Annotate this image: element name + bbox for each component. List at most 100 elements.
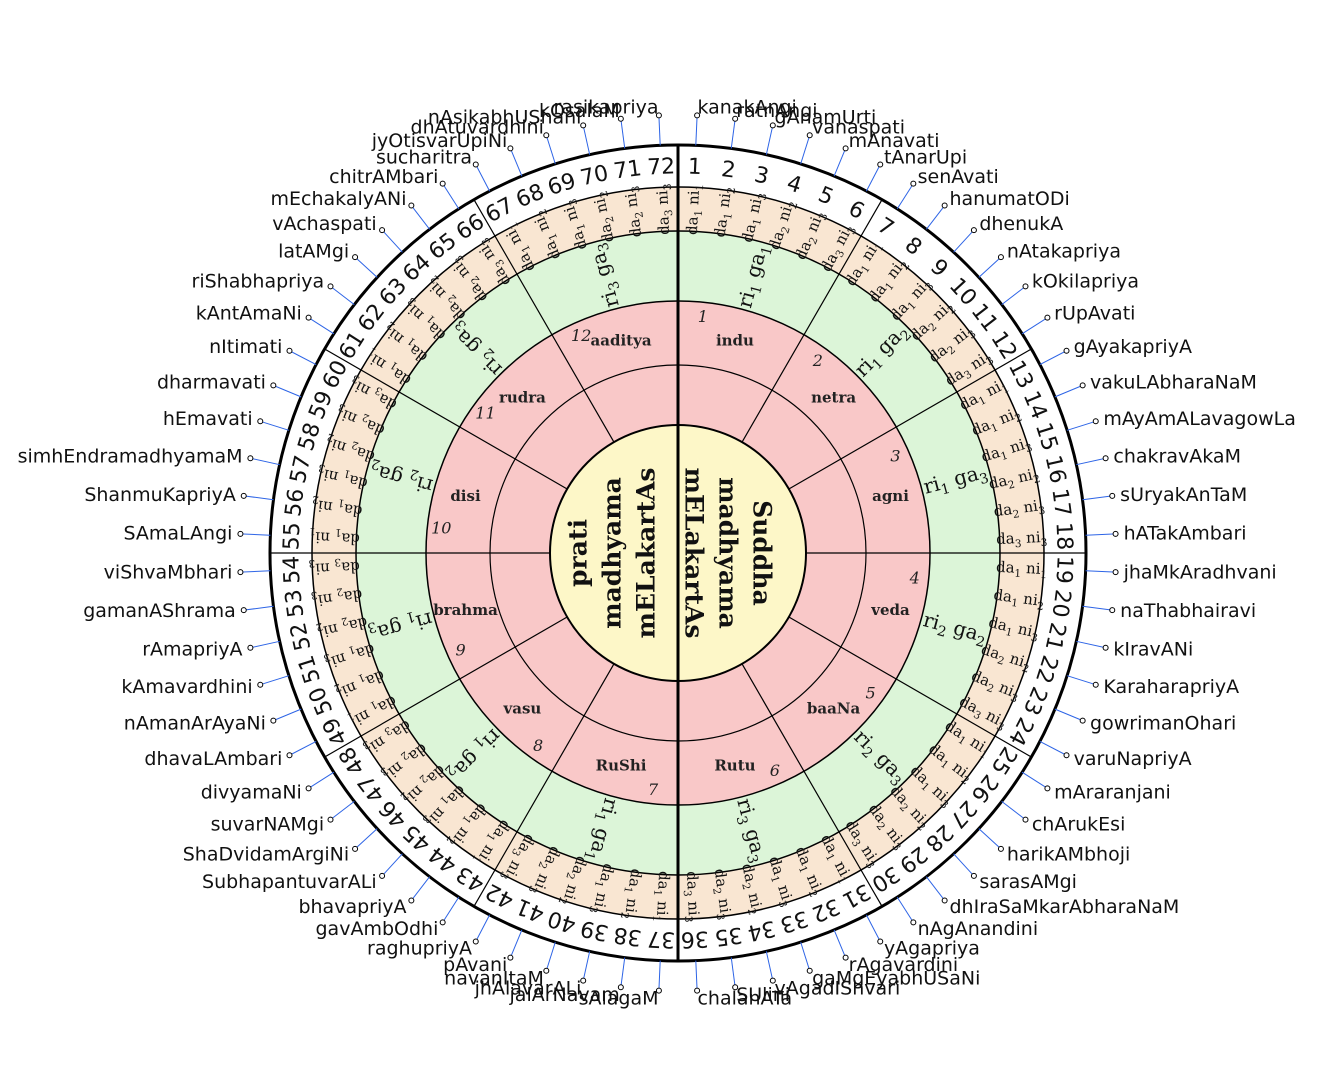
leader-line [865,164,881,192]
chakra-name: netra [811,388,856,406]
leader-dot [1044,314,1051,321]
leader-line [1076,640,1106,649]
raga-name-label: hATakAmbari [1124,523,1247,545]
da-ni-label: da1 ni2 [618,867,645,920]
mela-number: 19 [1050,555,1076,584]
raga-name-label: tAnarUpi [884,146,967,168]
mela-number: 16 [1040,453,1070,486]
raga-name-label: ShaDvidamArgiNi [183,843,349,865]
chakra-name: rudra [499,388,546,406]
da-ni-label: da2 ni2 [735,862,767,916]
raga-name-label: navanItaM [444,967,544,989]
raga-name-label: kAntAmaNi [196,302,302,324]
leader-dot [655,987,662,994]
leader-dot [970,872,977,879]
leader-dot [617,984,624,991]
leader-dot [617,115,624,122]
raga-name-label: jyOtisvarUpiNi [371,130,508,152]
leader-dot [806,132,813,139]
leader-line [289,740,317,756]
raga-name-label: viShvaMbhari [104,561,233,583]
leader-dot [910,919,917,926]
chakra-number: 10 [431,519,451,538]
leader-line [240,533,271,536]
raga-name-label: dhAtuvardhini [411,117,544,139]
leader-dot [352,845,359,852]
leader-dot [842,145,849,152]
leader-line [1021,317,1048,335]
raga-name-label: jalArNavam [509,984,620,1006]
chakra-name: aaditya [591,331,652,349]
leader-dot [1044,785,1051,792]
raga-name-label: ShanmuKapriyA [84,484,236,506]
raga-name-label: gowrimanOhari [1090,713,1236,735]
raga-name-label: latAMgi [278,241,349,263]
leader-line [765,125,774,155]
leader-dot [769,122,776,129]
chakra-divider [324,616,568,758]
da-ni-label: da1 ni3 [322,637,377,672]
leader-line [1082,495,1113,501]
da-ni-label: da2 ni3 [708,868,735,921]
da-ni-label: da1 ni3 [979,433,1034,468]
leader-dot [806,967,813,974]
leader-line [582,951,591,981]
mela-number: 70 [578,161,611,191]
leader-dot [769,977,776,984]
raga-name-label: SubhapantuvarALi [202,871,377,893]
raga-name-label: varuNapriyA [1074,748,1192,770]
leader-dot [655,112,662,119]
mela-number: 72 [647,154,676,180]
da-ni-label: da1 ni2 [711,185,738,238]
leader-dot [732,115,739,122]
da-ni-label: da2 ni3 [993,496,1046,523]
mela-number: 57 [286,453,316,486]
mela-number: 36 [680,925,709,951]
da-ni-label: da1 ni1 [308,525,360,548]
raga-name-label: gamanAShrama [83,600,236,622]
ri-ga-label: ri2 ga2 [366,455,436,499]
leader-dot [1102,644,1109,651]
center-title-left: mELakartAs [632,468,661,639]
leader-dot [694,987,701,994]
mela-number: 55 [279,522,305,551]
leader-dot [270,382,277,389]
mela-number: 35 [713,921,744,949]
raga-name-label: mAyAmALavagowLa [1103,408,1296,430]
chakra-divider [741,663,883,907]
chakra-name: baaNa [807,700,861,718]
chakra-divider [788,616,1032,758]
leader-dot [1079,382,1086,389]
raga-name-label: sAlagaM [579,988,659,1010]
da-ni-label: da1 ni3 [738,190,770,244]
leader-dot [408,202,415,209]
leader-line [509,929,523,958]
ri-ga-label: ri1 ga3 [365,603,435,647]
leader-dot [1112,569,1119,576]
leader-dot [941,202,948,209]
raga-name-label: gavAmbOdhi [316,918,439,940]
da-ni-label: da3 ni3 [680,871,703,923]
da-ni-label: da1 ni2 [310,493,363,520]
leader-dot [327,283,334,290]
raga-name-label: vAgadIShvari [775,977,901,999]
leader-dot [997,845,1004,852]
raga-name-label: kanakAngi [697,96,796,118]
center-title-right: madhyama [714,477,743,629]
chakra-number: 3 [890,447,900,466]
da-ni-label: da1 ni1 [683,183,706,235]
raga-name-label: naThabhairavi [1120,600,1256,622]
leader-dot [408,897,415,904]
raga-name-label: senAvati [918,166,999,188]
da-ni-label: da2 ni2 [978,640,1033,675]
mela-number: 17 [1046,487,1074,518]
raga-name-label: rUpAvati [1054,302,1135,324]
leader-dot [1022,816,1029,823]
leader-dot [270,717,277,724]
raga-name-label: chArukEsi [1032,814,1126,836]
chakra-number: 4 [909,568,920,587]
leader-dot [507,954,514,961]
dividers [270,145,1086,961]
leader-line [800,941,811,971]
leader-dot [237,569,244,576]
